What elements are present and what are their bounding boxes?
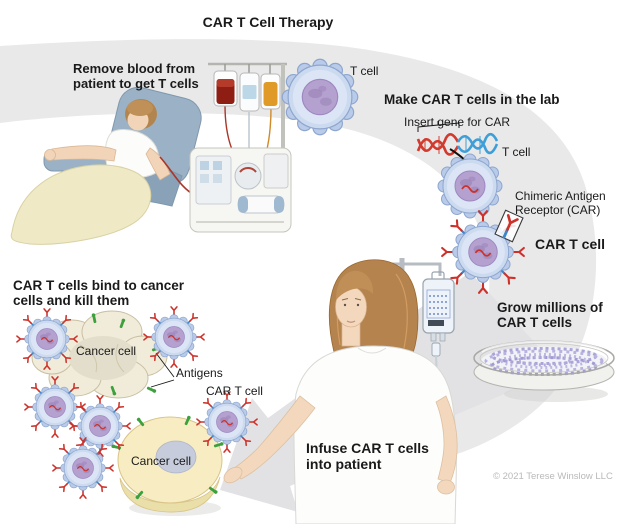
blanket xyxy=(10,164,152,245)
label-car-t-cell-small: CAR T cell xyxy=(206,384,263,398)
antigen-pointer-lines xyxy=(150,352,175,388)
petri-dish-icon xyxy=(473,340,615,402)
plasma-bag-icon xyxy=(239,72,260,112)
label-insert-gene: Insert gene for CAR xyxy=(404,115,511,129)
label-t-cell-top: T cell xyxy=(350,64,379,78)
receptor-highlight-box xyxy=(494,209,524,243)
t-cell-with-gene-icon xyxy=(437,153,503,219)
page-title: CAR T Cell Therapy xyxy=(202,14,334,30)
flow-band xyxy=(0,39,597,469)
label-chimeric-receptor: Chimeric Antigen Receptor (CAR) xyxy=(515,189,606,217)
apheresis-scene xyxy=(10,62,292,245)
label-cancer-cell-round: Cancer cell xyxy=(131,454,192,468)
label-t-cell-lab: T cell xyxy=(502,145,531,159)
patient-figure xyxy=(10,99,171,245)
gene-bracket xyxy=(417,121,460,132)
label-cancer-cell-mass: Cancer cell xyxy=(76,344,137,358)
label-step-infuse: Infuse CAR T cells into patient xyxy=(306,440,429,472)
cell-colonies xyxy=(484,347,604,376)
label-step-bind-kill: CAR T cells bind to cancer cells and kil… xyxy=(13,278,185,309)
label-antigens: Antigens xyxy=(176,366,223,380)
dying-cancer-cell xyxy=(111,415,224,516)
blood-bag-icon xyxy=(213,70,238,107)
label-step-remove-blood: Remove blood from patient to get T cells xyxy=(73,61,199,91)
label-step-make-car-t: Make CAR T cells in the lab xyxy=(384,92,560,107)
copyright-notice: © 2021 Terese Winslow LLC xyxy=(493,471,613,482)
label-step-grow: Grow millions of CAR T cells xyxy=(497,300,603,331)
dna-icon xyxy=(416,132,499,156)
infusion-patient-figure xyxy=(223,259,458,524)
label-car-t-cell: CAR T cell xyxy=(535,236,606,252)
infusion-scene xyxy=(223,258,458,524)
apheresis-machine xyxy=(189,147,292,233)
iv-bags xyxy=(208,62,287,165)
car-t-cell-icon xyxy=(53,438,113,498)
orange-bag-icon xyxy=(260,73,281,110)
